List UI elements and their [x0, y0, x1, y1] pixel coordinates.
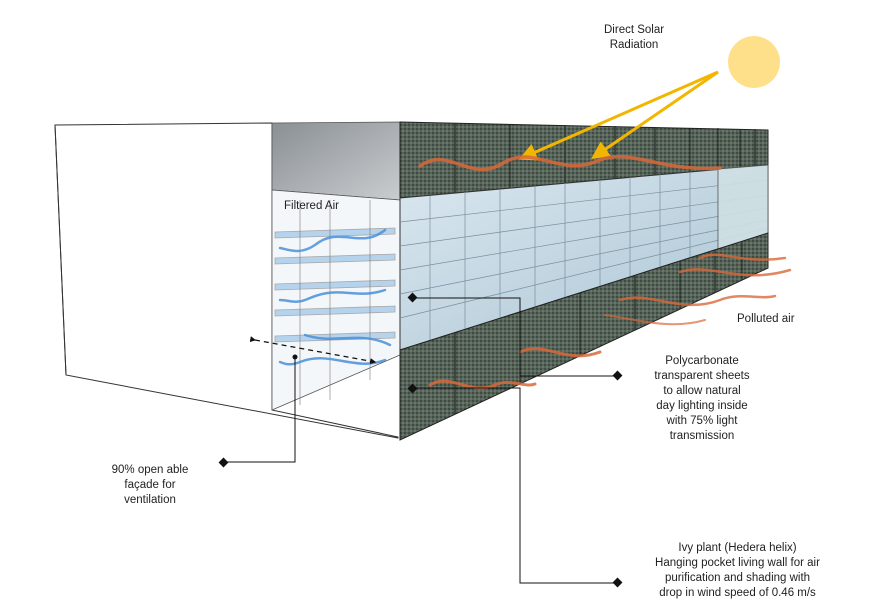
solar-radiation-label: Direct Solar Radiation: [604, 23, 664, 53]
solar-ray-1: [518, 70, 719, 161]
solar-label-line: Radiation: [609, 39, 659, 51]
facade-label-line: ventilation: [124, 494, 176, 506]
ivy-label-line: Ivy plant (Hedera helix): [678, 542, 797, 554]
polycarbonate-label: Polycarbonate transparent sheets to allo…: [632, 354, 772, 444]
polycarbonate-label-line: transparent sheets: [654, 370, 750, 382]
ivy-label-line: drop in wind speed of 0.46 m/s: [659, 587, 816, 599]
polluted-air-label: Polluted air: [737, 313, 795, 325]
ventilation-arrow: [249, 336, 377, 365]
leader-markers: [218, 292, 623, 588]
polycarbonate-label-line: Polycarbonate: [665, 355, 739, 367]
polycarbonate-label-line: to allow natural: [663, 385, 741, 397]
facade-label-line: 90% open able: [111, 464, 189, 476]
interior-section: [271, 189, 401, 411]
warm-air-flows: [418, 154, 792, 390]
polycarbonate-label-line: transmission: [669, 430, 735, 442]
leader-lines: [224, 297, 617, 584]
openable-facade-label: 90% open able façade for ventilation: [95, 463, 205, 508]
filtered-air-label: Filtered Air: [284, 200, 339, 212]
polycarbonate-label-line: with 75% light: [666, 415, 738, 427]
glass-grid: [399, 169, 769, 340]
ivy-living-wall-label: Ivy plant (Hedera helix) Hanging pocket …: [630, 541, 845, 601]
ivy-label-line: purification and shading with: [664, 572, 811, 584]
solar-label-line: Direct Solar: [604, 24, 665, 36]
solar-ray-2: [591, 70, 719, 160]
facade-label-line: façade for: [124, 479, 176, 491]
interior-ceiling: [271, 121, 401, 201]
upper-wall-mullions: [454, 123, 756, 193]
sun-icon: [728, 36, 780, 88]
polycarbonate-label-line: day lighting inside: [656, 400, 748, 412]
end-wall-edge: [54, 124, 67, 376]
ivy-label-line: Hanging pocket living wall for air: [655, 557, 820, 569]
